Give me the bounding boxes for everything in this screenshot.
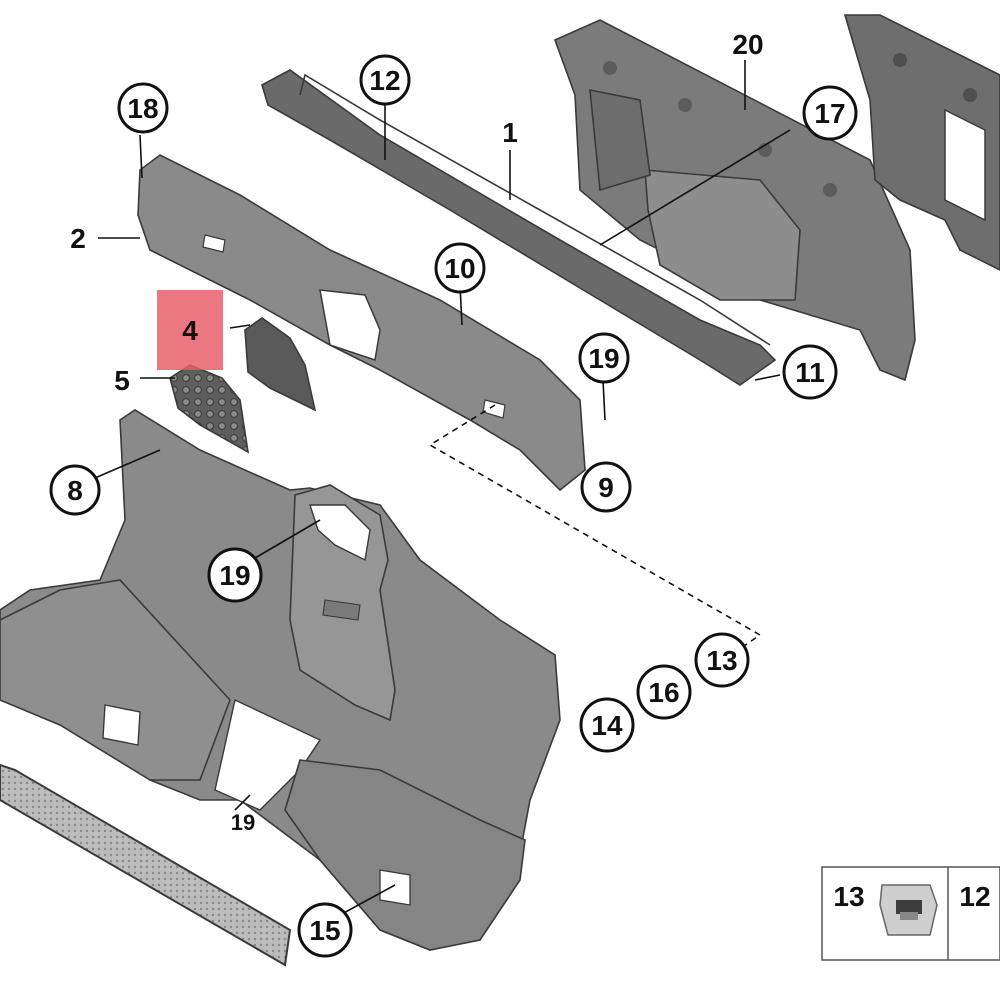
- callout-18: 18: [117, 82, 169, 134]
- part-20-rear-panel: [553, 19, 916, 382]
- svg-text:17: 17: [814, 98, 845, 129]
- svg-text:1: 1: [502, 117, 518, 148]
- callout-10: 10: [434, 242, 486, 294]
- part-8-lower-trim: [0, 409, 561, 951]
- svg-text:11: 11: [795, 357, 825, 388]
- svg-text:12: 12: [959, 881, 990, 912]
- callout-2: 2: [70, 223, 86, 254]
- mesh-strip: [0, 763, 292, 967]
- callout-16: 16: [636, 664, 692, 720]
- part-2-upper-trim: [137, 154, 586, 492]
- svg-text:14: 14: [591, 710, 623, 741]
- callout-19-bottom: 19: [231, 810, 255, 835]
- svg-text:19: 19: [588, 343, 619, 374]
- svg-text:9: 9: [598, 472, 614, 503]
- part-20-frame-right: [843, 14, 1000, 271]
- svg-text:19: 19: [231, 810, 255, 835]
- svg-text:10: 10: [444, 253, 475, 284]
- svg-text:4: 4: [182, 315, 198, 346]
- svg-text:5: 5: [114, 365, 130, 396]
- svg-text:15: 15: [309, 915, 340, 946]
- callout-12: 12: [359, 54, 411, 106]
- callout-8: 8: [49, 464, 101, 516]
- inset-legend: 13 12: [821, 866, 1000, 961]
- callout-20: 20: [732, 29, 763, 60]
- callout-1: 1: [502, 117, 518, 148]
- svg-text:13: 13: [706, 645, 737, 676]
- svg-text:20: 20: [732, 29, 763, 60]
- leader-lines: [94, 60, 791, 916]
- svg-text:12: 12: [369, 65, 400, 96]
- callout-14: 14: [579, 697, 635, 753]
- part-1-rail: [261, 69, 777, 386]
- callout-13: 13: [694, 632, 750, 688]
- part-4-cover: [244, 317, 317, 412]
- svg-text:8: 8: [67, 475, 83, 506]
- callout-15: 15: [297, 902, 353, 958]
- svg-text:2: 2: [70, 223, 86, 254]
- callout-19-middle: 19: [207, 547, 263, 603]
- callout-5: 5: [114, 365, 130, 396]
- callout-4: 4: [182, 315, 198, 346]
- clip-icon: [879, 884, 938, 936]
- group-dashed-line: [428, 404, 762, 651]
- svg-text:18: 18: [127, 93, 158, 124]
- callout-17: 17: [802, 85, 858, 141]
- callout-11: 11: [782, 344, 838, 400]
- svg-text:16: 16: [648, 677, 679, 708]
- highlight-box: [157, 290, 223, 370]
- callout-19-top: 19: [578, 332, 630, 384]
- callout-9: 9: [580, 461, 632, 513]
- svg-text:19: 19: [219, 560, 250, 591]
- svg-text:13: 13: [833, 881, 864, 912]
